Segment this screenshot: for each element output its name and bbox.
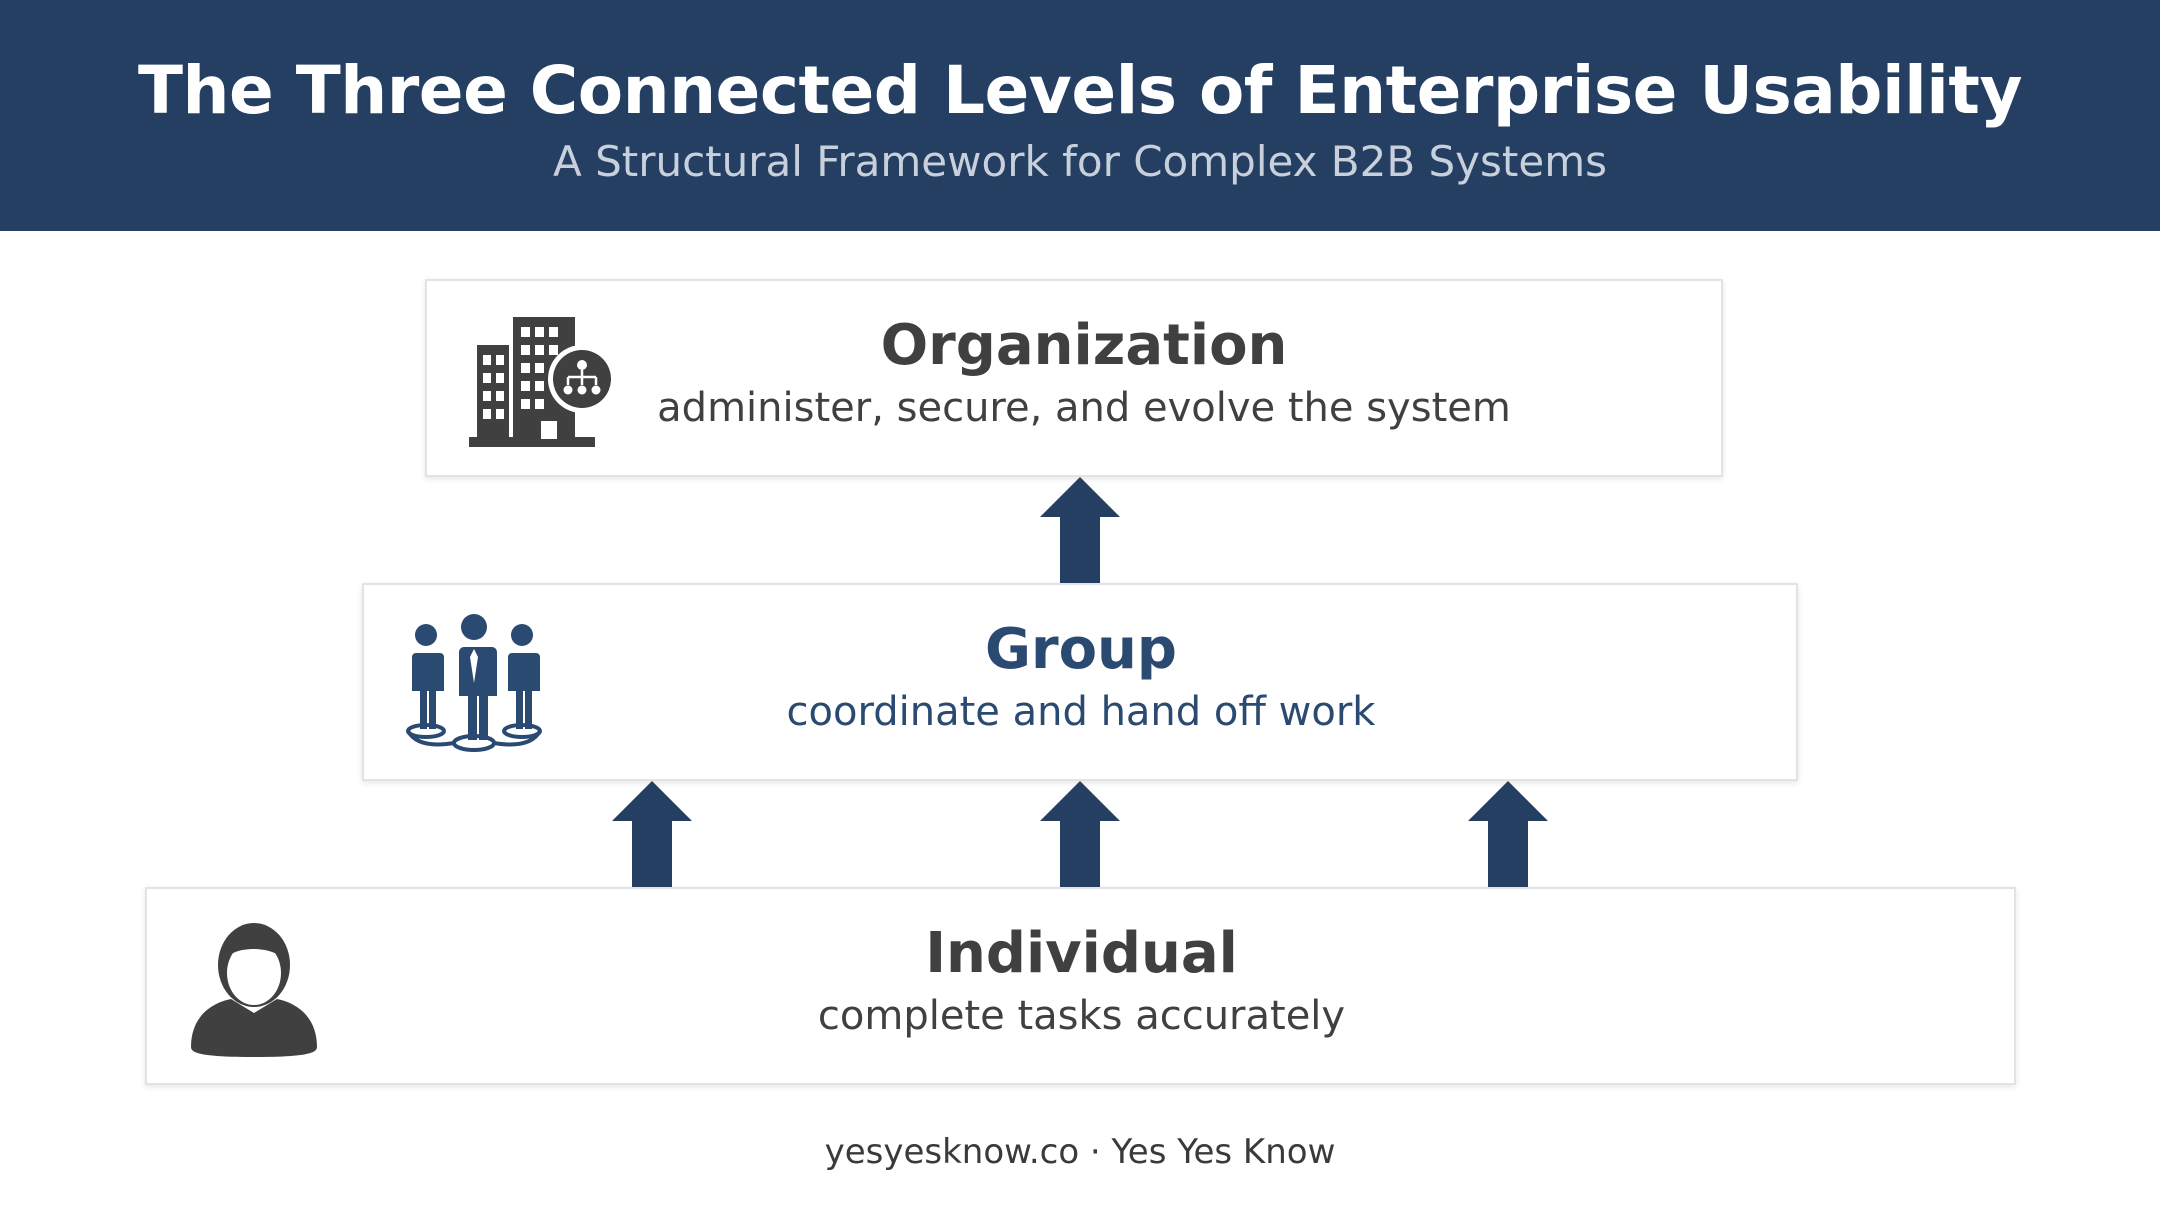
up-arrow-icon (612, 781, 692, 887)
up-arrow-icon (1468, 781, 1548, 887)
up-arrow-icon (1040, 477, 1120, 583)
level-individual-title: Individual (925, 921, 1238, 986)
page-title: The Three Connected Levels of Enterprise… (138, 52, 2022, 129)
level-individual-box: Individual complete tasks accurately (145, 887, 2016, 1085)
level-organization-title: Organization (880, 313, 1288, 378)
person-icon (191, 923, 317, 1057)
level-organization-description: administer, secure, and evolve the syste… (657, 385, 1511, 431)
building-org-chart-icon (469, 317, 616, 447)
level-group-box: Group coordinate and hand off work (362, 583, 1798, 781)
level-group-description: coordinate and hand off work (786, 689, 1376, 735)
page-subtitle: A Structural Framework for Complex B2B S… (552, 137, 1608, 186)
team-icon (406, 614, 542, 752)
level-organization-box: Organization administer, secure, and evo… (425, 279, 1723, 477)
footer-credit: yesyesknow.co · Yes Yes Know (824, 1132, 1336, 1172)
header-banner: The Three Connected Levels of Enterprise… (0, 0, 2160, 231)
up-arrow-icon (1040, 781, 1120, 887)
level-individual-description: complete tasks accurately (817, 993, 1346, 1039)
level-group-title: Group (984, 617, 1177, 682)
